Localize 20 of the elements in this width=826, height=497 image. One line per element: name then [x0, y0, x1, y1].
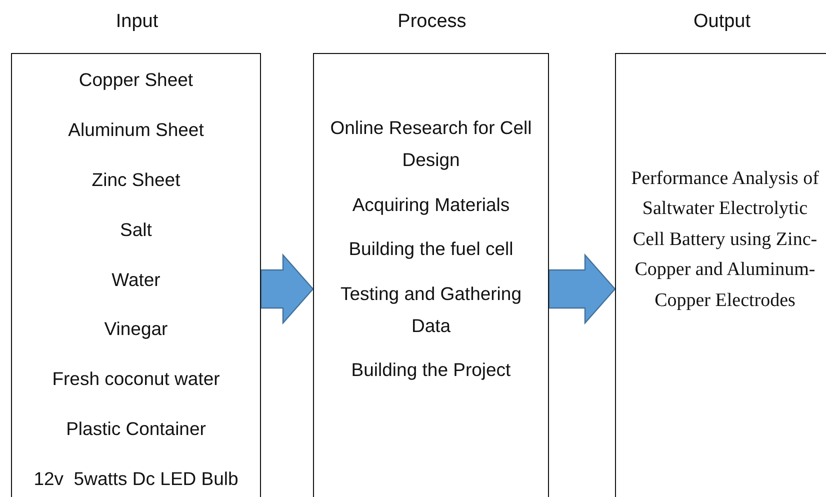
process-step: Testing and Gathering Data	[321, 278, 541, 342]
output-text: Performance Analysis of Saltwater Electrolytic Cell Battery using Zinc-Copper and Aluminum-Copper Electrodes	[630, 167, 820, 313]
column-heading: Process	[396, 11, 468, 33]
column-heading: Output	[692, 11, 752, 33]
list-item: Zinc Sheet	[92, 168, 180, 192]
block-arrow	[548, 253, 616, 325]
column-heading: Input	[114, 11, 160, 33]
list-item: Water	[112, 268, 160, 292]
list-item: Plastic Container	[66, 417, 206, 442]
list-item: Fresh coconut water	[52, 367, 220, 392]
process-step: Acquiring Materials	[352, 188, 510, 222]
list-item: Copper Sheet	[78, 68, 194, 92]
list-item: 12v 5watts Dc LED Bulb	[34, 467, 238, 491]
list-item: Vinegar	[104, 317, 168, 342]
list-item: Salt	[120, 218, 152, 242]
process-step: Building the fuel cell	[348, 233, 514, 266]
block-arrow	[260, 253, 314, 325]
process-step: Online Research for Cell Design	[321, 112, 541, 177]
list-item: Aluminum Sheet	[68, 118, 204, 142]
process-step: Building the Project	[351, 354, 511, 387]
